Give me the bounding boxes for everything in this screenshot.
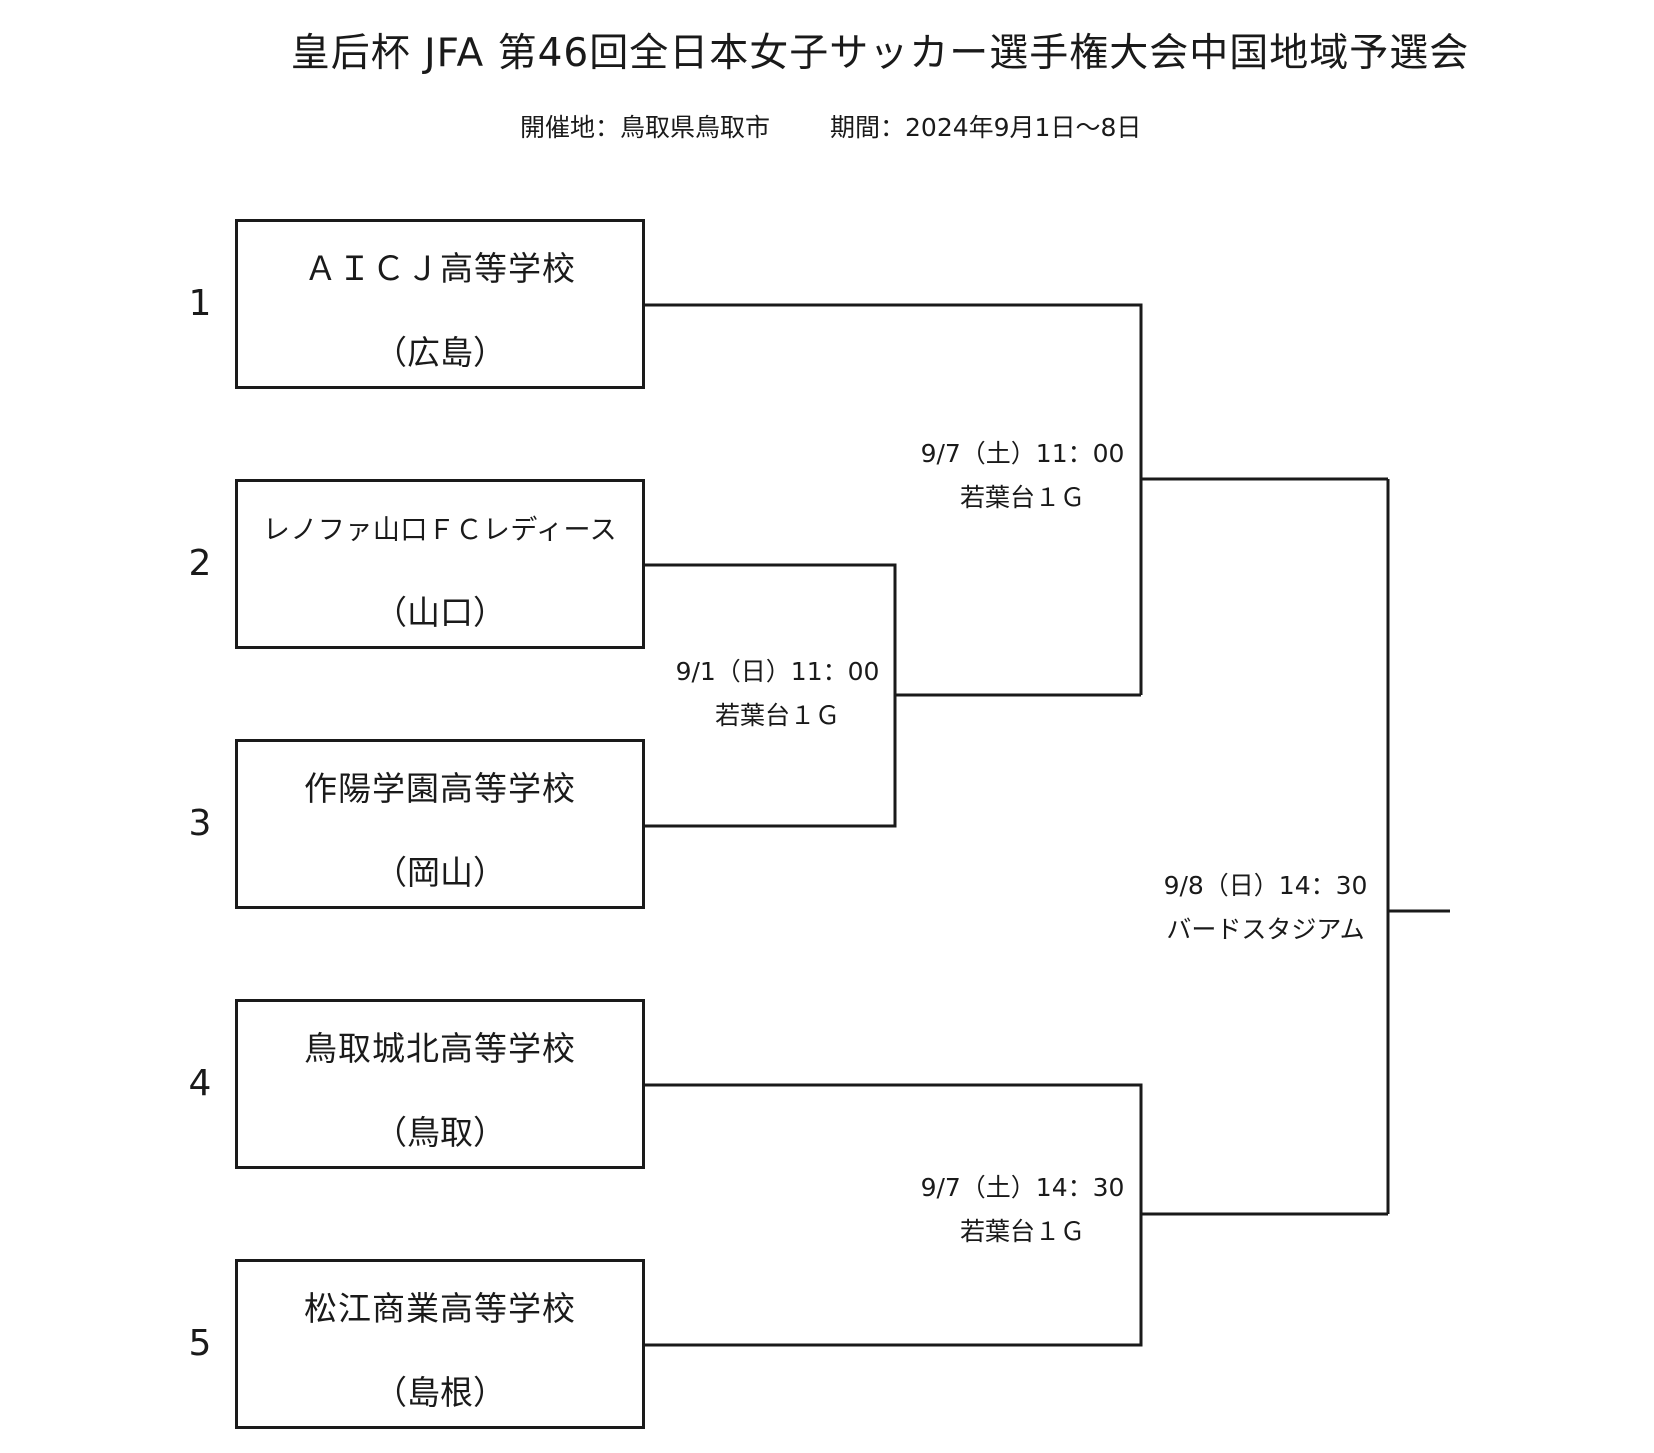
- team-name: 作陽学園高等学校: [304, 769, 576, 808]
- event-info: 開催地：鳥取県鳥取市 期間：2024年9月1日～8日: [520, 108, 1141, 144]
- match-label-m3: 9/7（土）14：30 若葉台１Ｇ: [910, 1166, 1135, 1254]
- match-datetime: 9/8（日）14：30: [1163, 871, 1368, 900]
- team-name: 鳥取城北高等学校: [304, 1029, 576, 1068]
- venue-info: 開催地：鳥取県鳥取市: [520, 113, 771, 142]
- seed-number: 1: [188, 283, 212, 324]
- seed-number: 3: [188, 803, 212, 844]
- team-name: レノファ山口ＦＣレディース: [262, 515, 618, 546]
- team-name: ＡＩＣＪ高等学校: [304, 249, 576, 288]
- match-venue: 若葉台１Ｇ: [959, 483, 1085, 512]
- team-prefecture: （岡山）: [374, 853, 506, 892]
- team-name: 松江商業高等学校: [304, 1289, 576, 1328]
- team-box: 鳥取城北高等学校 （鳥取）: [235, 999, 645, 1169]
- seed-number: 2: [188, 543, 212, 584]
- match-label-m1: 9/1（日）11：00 若葉台１Ｇ: [665, 650, 890, 738]
- match-venue: 若葉台１Ｇ: [959, 1217, 1085, 1246]
- team-box: ＡＩＣＪ高等学校 （広島）: [235, 219, 645, 389]
- team-prefecture: （山口）: [374, 593, 506, 632]
- period-info: 期間：2024年9月1日～8日: [830, 113, 1142, 142]
- match-datetime: 9/7（土）11：00: [920, 439, 1125, 468]
- team-box: 作陽学園高等学校 （岡山）: [235, 739, 645, 909]
- team-box: 松江商業高等学校 （島根）: [235, 1259, 645, 1429]
- team-prefecture: （島根）: [374, 1373, 506, 1412]
- page-title: 皇后杯 JFA 第46回全日本女子サッカー選手権大会中国地域予選会: [290, 31, 1470, 76]
- match-label-m2: 9/7（土）11：00 若葉台１Ｇ: [910, 432, 1135, 520]
- seed-number: 4: [188, 1063, 212, 1104]
- match-datetime: 9/1（日）11：00: [675, 657, 880, 686]
- team-prefecture: （鳥取）: [374, 1113, 506, 1152]
- seed-number: 5: [188, 1323, 212, 1364]
- team-box: レノファ山口ＦＣレディース （山口）: [235, 479, 645, 649]
- bracket-line-m2: [645, 303, 1143, 695]
- match-datetime: 9/7（土）14：30: [920, 1173, 1125, 1202]
- team-prefecture: （広島）: [374, 333, 506, 372]
- match-venue: バードスタジアム: [1166, 915, 1365, 944]
- match-label-final: 9/8（日）14：30 バードスタジアム: [1148, 864, 1383, 952]
- match-venue: 若葉台１Ｇ: [714, 701, 840, 730]
